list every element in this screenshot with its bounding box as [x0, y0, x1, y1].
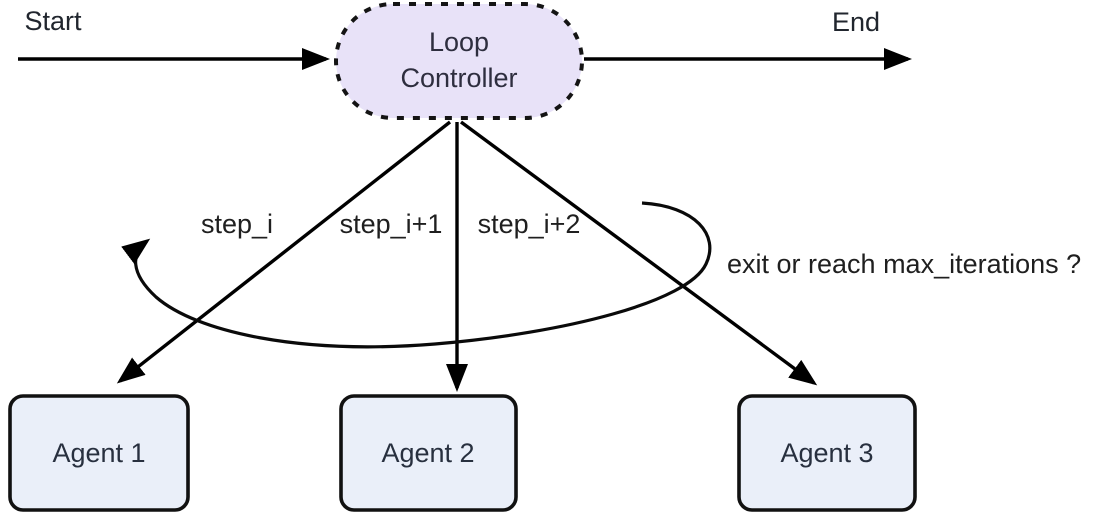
edge-controller-to-agent3 — [459, 120, 818, 386]
agent-1-node: Agent 1 — [8, 394, 190, 512]
loop-controller-label-line1: Loop — [429, 27, 489, 57]
loop-iteration-curve — [121, 201, 712, 349]
agent-2-label: Agent 2 — [381, 438, 474, 468]
edge-controller-to-agent1 — [116, 120, 452, 384]
loop-condition-label: exit or reach max_iterations ? — [727, 249, 1081, 279]
agent-1-label: Agent 1 — [52, 438, 145, 468]
end-label: End — [832, 7, 880, 37]
agent-3-box — [737, 394, 917, 512]
agent-2-node: Agent 2 — [339, 394, 518, 512]
agent-2-box — [339, 394, 518, 512]
loop-controller-label-line2: Controller — [400, 63, 517, 93]
step-i-label: step_i — [201, 209, 273, 239]
agent-3-label: Agent 3 — [780, 438, 873, 468]
start-label: Start — [24, 6, 82, 36]
agent-1-box — [8, 394, 190, 512]
agent-3-node: Agent 3 — [737, 394, 917, 512]
step-i-plus-1-label: step_i+1 — [340, 209, 443, 239]
loop-controller-node — [334, 2, 584, 120]
step-i-plus-2-label: step_i+2 — [478, 209, 581, 239]
